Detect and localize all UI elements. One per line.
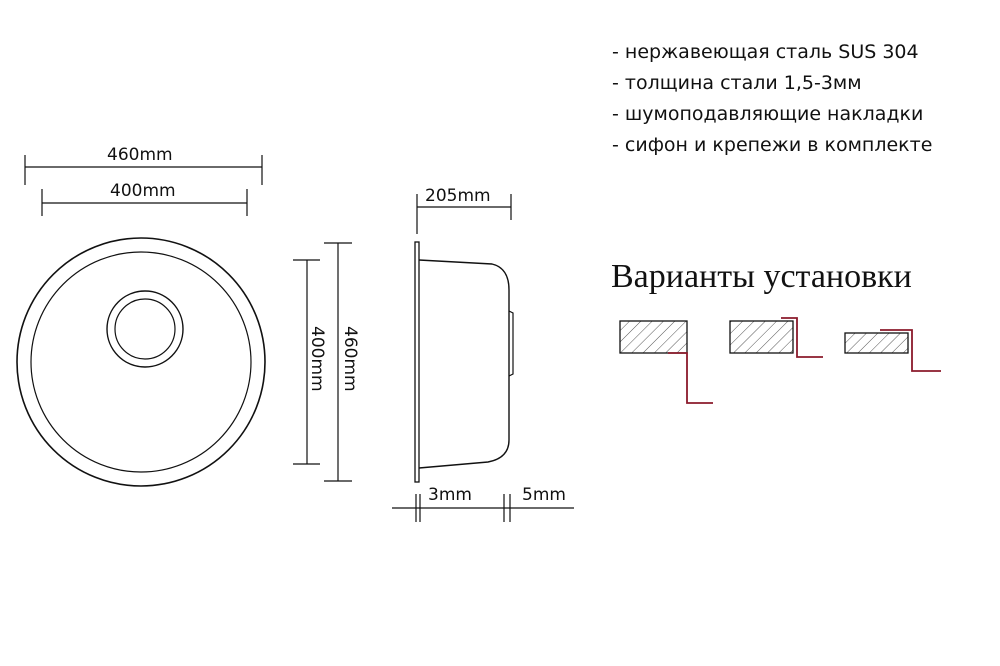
inner-bowl-circle bbox=[30, 251, 252, 473]
dim-outer-height bbox=[324, 242, 352, 482]
flange-thickness-label: 3mm bbox=[428, 485, 472, 505]
dim-thickness bbox=[392, 494, 574, 522]
dim-inner-height bbox=[293, 259, 320, 465]
inner-height-label: 400mm bbox=[307, 326, 327, 392]
installation-title: Варианты установки bbox=[611, 258, 912, 295]
outer-height-label: 460mm bbox=[340, 326, 360, 392]
bowl-profile bbox=[418, 259, 510, 469]
spec-item-noise-pads: - шумоподавляющие накладки bbox=[612, 103, 924, 125]
dim-depth bbox=[416, 194, 512, 234]
install-variant-topmount bbox=[844, 329, 941, 372]
edge-offset-label: 5mm bbox=[522, 485, 566, 505]
flange-profile bbox=[414, 241, 420, 483]
dim-outer-width bbox=[24, 155, 263, 185]
spec-item-material: - нержавеющая сталь SUS 304 bbox=[612, 41, 919, 63]
side-view bbox=[414, 241, 514, 483]
install-variant-undermount bbox=[619, 320, 713, 404]
dim-inner-width bbox=[41, 189, 248, 216]
inner-width-label: 400mm bbox=[110, 181, 176, 201]
outer-width-label: 460mm bbox=[107, 145, 173, 165]
outer-rim-circle bbox=[16, 237, 266, 487]
top-view bbox=[16, 237, 266, 487]
depth-label: 205mm bbox=[425, 186, 491, 206]
drain-inner-circle bbox=[114, 298, 176, 360]
install-variant-flush bbox=[729, 317, 823, 358]
drain-outer-circle bbox=[106, 290, 184, 368]
spec-item-thickness: - толщина стали 1,5-3мм bbox=[612, 72, 862, 94]
drain-profile bbox=[508, 310, 514, 377]
spec-list: - нержавеющая сталь SUS 304 - толщина ст… bbox=[612, 37, 932, 161]
spec-item-siphon: - сифон и крепежи в комплекте bbox=[612, 134, 933, 156]
